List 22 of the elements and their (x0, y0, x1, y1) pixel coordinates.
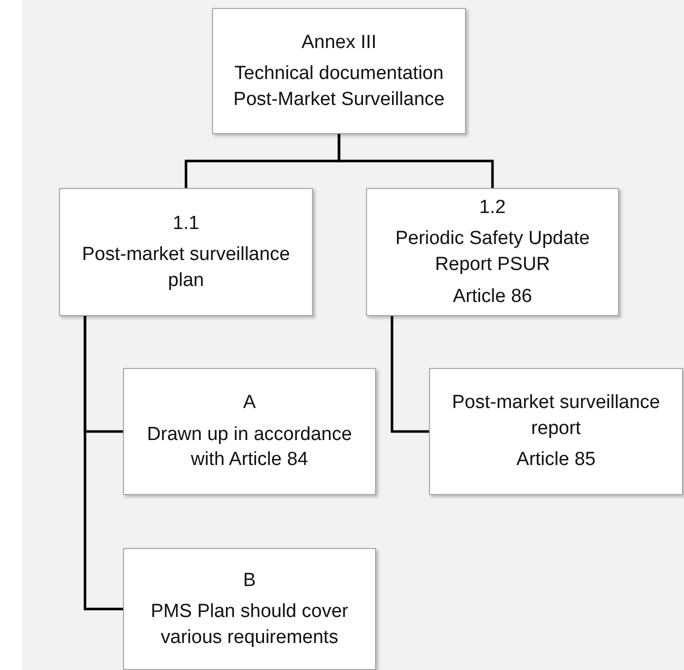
box-text: Drawn up in accordance with Article 84 (146, 422, 353, 472)
box-text: B (243, 568, 256, 593)
text-box (212, 8, 466, 134)
connector-line (390, 316, 429, 433)
box-text: Periodic Safety Update Report PSUR (394, 227, 591, 277)
text-box (123, 548, 376, 670)
box-text: Post-market surveillance report (450, 391, 662, 441)
box-text: Annex III (302, 30, 376, 55)
box-text: Article 85 (516, 448, 596, 472)
text-box (366, 188, 619, 316)
box-text: 1.2 (479, 196, 506, 220)
box-text: PMS Plan should cover various requirements (150, 600, 350, 650)
box-text: Post-market surveillance plan (80, 243, 292, 293)
connector-line (84, 316, 123, 610)
text-box (59, 188, 313, 316)
connector-line (338, 134, 494, 188)
box-text: Article 86 (452, 284, 532, 309)
text-box (429, 368, 683, 495)
box-text: Technical documentation Post-Market Surveillance (232, 62, 446, 112)
box-text: A (243, 391, 256, 416)
box-text: 1.1 (172, 212, 200, 236)
text-box (123, 368, 376, 495)
